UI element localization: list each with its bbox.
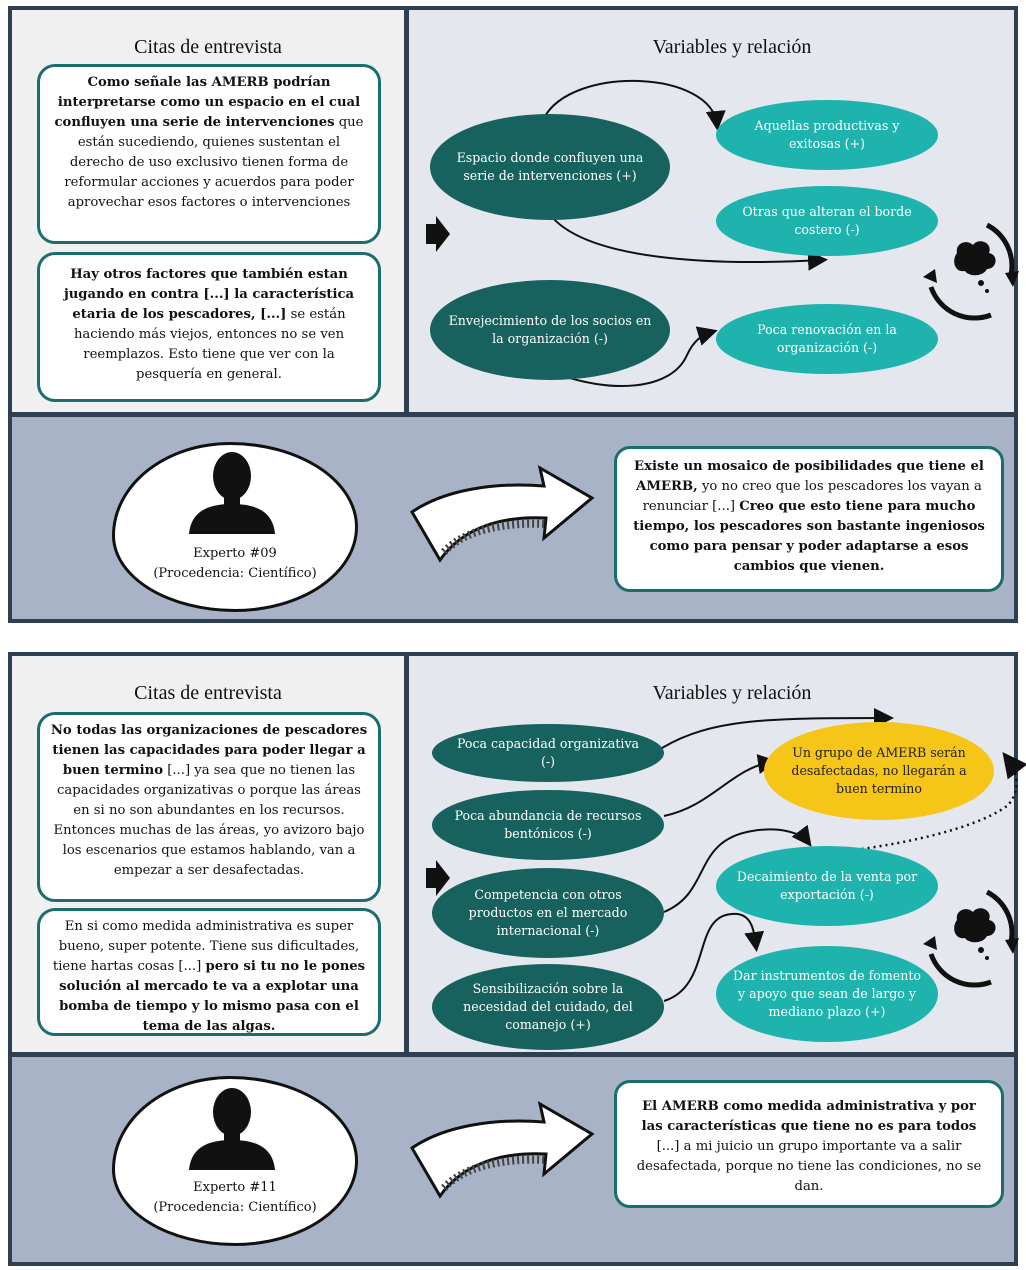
quote-segment: pero si tu no le pones solución al merca… bbox=[59, 959, 366, 1034]
variable-instrumentos: Dar instrumentos de fomento y apoyo que … bbox=[716, 946, 938, 1042]
panel-expert-11: Citas de entrevista Variables y relación… bbox=[8, 652, 1026, 1266]
variable-alteran: Otras que alteran el borde costero (-) bbox=[716, 186, 938, 256]
interview-quote-1: No todas las organizaciones de pescadore… bbox=[37, 712, 381, 902]
expert-name: Experto #11 bbox=[193, 1180, 277, 1195]
relation-arrows bbox=[543, 80, 828, 387]
interview-quote-2: En si como medida administrativa es supe… bbox=[37, 908, 381, 1036]
quote-segment: El AMERB como medida administrativa y po… bbox=[641, 1099, 977, 1134]
thought-cycle-graphic bbox=[923, 889, 1019, 988]
variable-espacio: Espacio donde confluyen una serie de int… bbox=[430, 114, 670, 220]
divider bbox=[12, 412, 1014, 417]
expert-origin: (Procedencia: Científico) bbox=[153, 566, 317, 581]
variable-sensibilizacion: Sensibilización sobre la necesidad del c… bbox=[432, 964, 664, 1050]
panel-expert-09: Citas de entrevista Variables y relación… bbox=[8, 6, 1019, 623]
variable-renovacion: Poca renovación en la organización (-) bbox=[716, 304, 938, 374]
right-arrow-icon bbox=[426, 216, 450, 252]
variable-envejecimiento: Envejecimiento de los socios en la organ… bbox=[430, 280, 670, 380]
quote-segment: No todas las organizaciones de pescadore… bbox=[50, 723, 368, 778]
divider bbox=[404, 656, 409, 1052]
quote-segment: Existe un mosaico de posibilidades que t… bbox=[634, 459, 984, 494]
relation-arrows bbox=[661, 708, 1026, 1002]
quote-segment: [...] a mi juicio un grupo importante va… bbox=[636, 1139, 982, 1194]
curved-arrow-icon bbox=[404, 460, 604, 570]
right-arrow-icon bbox=[426, 860, 450, 896]
expert-origin: (Procedencia: Científico) bbox=[153, 1200, 317, 1215]
quote-segment: [...] ya sea que no tienen las capacidad… bbox=[53, 763, 365, 878]
variable-capacidad: Poca capacidad organizativa (-) bbox=[432, 724, 664, 782]
expert-quote: Existe un mosaico de posibilidades que t… bbox=[614, 446, 1004, 592]
quotes-heading: Citas de entrevista bbox=[134, 36, 282, 58]
variable-productivas: Aquellas productivas y exitosas (+) bbox=[716, 100, 938, 170]
curved-arrow-graphic bbox=[410, 1100, 595, 1199]
quote-segment: Creo que esto tiene para mucho tiempo, l… bbox=[633, 499, 985, 574]
quote-segment: se están haciendo más viejos, entonces n… bbox=[73, 307, 346, 382]
curved-arrow-graphic bbox=[410, 464, 595, 563]
person-silhouette-icon bbox=[187, 1086, 277, 1170]
quote-segment: que están sucediendo, quienes sustentan … bbox=[64, 115, 364, 210]
person-silhouette-icon bbox=[187, 450, 277, 534]
variables-heading: Variables y relación bbox=[652, 36, 812, 58]
variable-grupo: Un grupo de AMERB serán desafectadas, no… bbox=[764, 722, 994, 820]
thought-cycle-graphic bbox=[923, 222, 1019, 321]
expert-quote: El AMERB como medida administrativa y po… bbox=[614, 1080, 1004, 1208]
thought-cycle-icon bbox=[917, 215, 1019, 325]
quote-segment: Hay otros factores que también estan jug… bbox=[63, 267, 355, 322]
variables-heading: Variables y relación bbox=[652, 682, 812, 704]
interview-quote-2: Hay otros factores que también estan jug… bbox=[37, 252, 381, 402]
divider bbox=[404, 10, 409, 412]
expert-name: Experto #09 bbox=[193, 546, 277, 561]
thought-cycle-icon bbox=[917, 882, 1019, 992]
variable-abundancia: Poca abundancia de recursos bentónicos (… bbox=[432, 790, 664, 860]
variable-competencia: Competencia con otros productos en el me… bbox=[432, 868, 664, 958]
quote-segment: En si como medida administrativa es supe… bbox=[52, 919, 360, 974]
quote-segment: Como señale las AMERB podrían interpreta… bbox=[54, 75, 361, 130]
person-silhouette-graphic bbox=[189, 452, 275, 534]
quote-segment: yo no creo que los pescadores los vayan … bbox=[642, 479, 982, 514]
quotes-heading: Citas de entrevista bbox=[134, 682, 282, 704]
variable-decaimiento: Decaimiento de la venta por exportación … bbox=[716, 846, 938, 926]
divider bbox=[12, 1052, 1014, 1057]
interview-quote-1: Como señale las AMERB podrían interpreta… bbox=[37, 64, 381, 244]
person-silhouette-graphic bbox=[189, 1088, 275, 1170]
curved-arrow-icon bbox=[404, 1096, 604, 1206]
